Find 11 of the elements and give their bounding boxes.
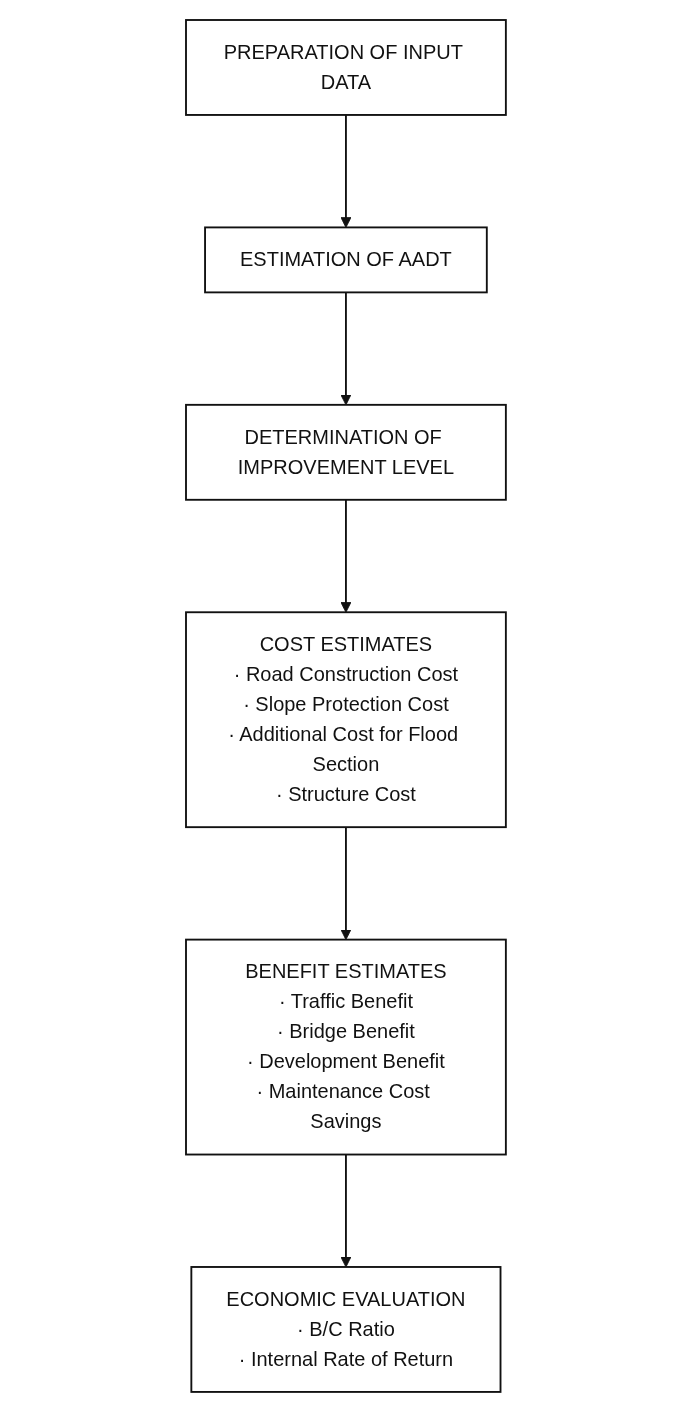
process-box: ESTIMATION OF AADT (203, 226, 488, 294)
process-box: COST ESTIMATES · Road Construction Cost · Slope Protection Cost · Additional Cost for Flood Section · Structure Cost (184, 611, 507, 829)
arrow (340, 291, 351, 406)
arrow (340, 498, 351, 613)
process-box: PREPARATION OF INPUT DATA (184, 19, 507, 116)
arrow (340, 826, 351, 941)
arrow (340, 1153, 351, 1268)
process-box: BENEFIT ESTIMATES · Traffic Benefit · Bridge Benefit · Development Benefit · Maintenance Cost Savings (184, 938, 507, 1156)
process-box: DETERMINATION OF IMPROVEMENT LEVEL (184, 403, 507, 501)
arrow (340, 114, 351, 228)
process-box: ECONOMIC EVALUATION · B/C Ratio · Internal Rate of Return (189, 1266, 501, 1393)
